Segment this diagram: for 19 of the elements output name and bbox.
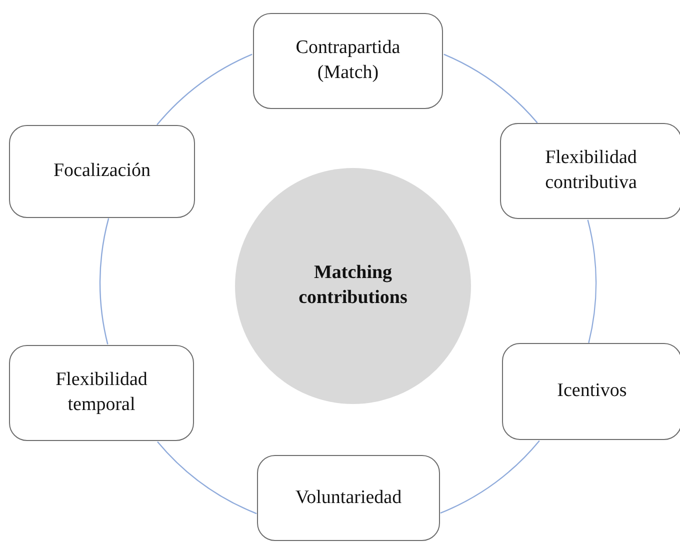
concept-box (500, 123, 680, 219)
ring-arc (444, 54, 538, 124)
concept-label: Contrapartida (Match) (294, 36, 402, 85)
concept-box (502, 343, 680, 440)
ring-arc (587, 220, 597, 343)
concept-box (257, 455, 440, 541)
concept-label: Icentivos (557, 379, 627, 404)
ring-arc (156, 54, 252, 126)
concept-box (253, 13, 443, 109)
concept-label: Focalización (53, 159, 151, 184)
ring-arc (157, 441, 257, 514)
concept-box (9, 345, 194, 441)
concept-label: Voluntariedad (295, 486, 402, 510)
concept-label: Flexibilidad contributiva (544, 146, 638, 195)
concept-box (9, 125, 195, 218)
concept-label: Flexibilidad temporal (54, 368, 148, 417)
ring-arc (440, 440, 540, 514)
ring-arc (99, 218, 110, 344)
center-title: Matching contributions (298, 261, 408, 310)
